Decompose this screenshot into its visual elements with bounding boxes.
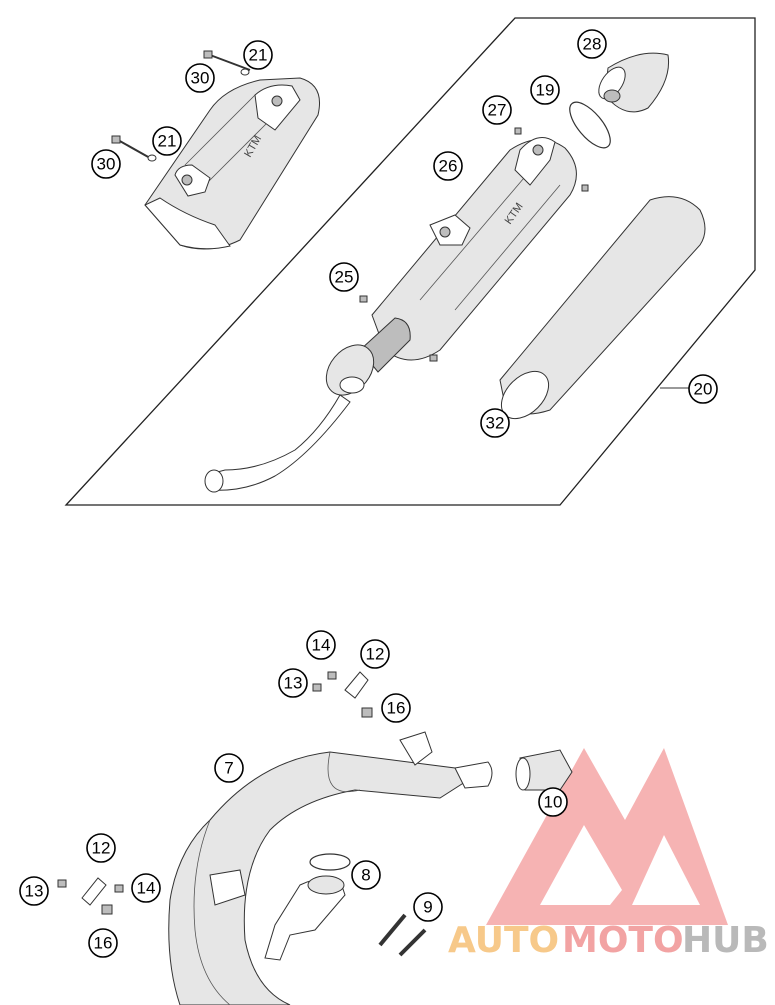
callout-7: 7 xyxy=(214,753,244,783)
callout-14-top-label: 14 xyxy=(312,636,331,655)
callout-30-mid-label: 30 xyxy=(97,155,116,174)
exhaust-header-assembly xyxy=(57,671,573,1005)
callout-21-top: 21 xyxy=(243,40,273,70)
oring-8 xyxy=(309,853,351,871)
watermark-word-moto: MOTO xyxy=(562,920,684,961)
callout-21-top-label: 21 xyxy=(249,46,268,65)
callout-28: 28 xyxy=(577,29,607,59)
callout-10: 10 xyxy=(538,787,568,817)
callout-12-low-label: 12 xyxy=(92,839,111,858)
watermark-text: AUTO MOTO HUB xyxy=(448,920,769,961)
watermark-word-hub: HUB xyxy=(682,920,769,961)
callout-8-label: 8 xyxy=(361,866,370,885)
callout-32-label: 32 xyxy=(486,414,505,433)
callout-19: 19 xyxy=(530,75,560,105)
watermark-triangle-inner xyxy=(540,825,622,905)
callout-9: 9 xyxy=(413,892,443,922)
inset-silencer: KTM xyxy=(111,50,320,250)
callout-12-top: 12 xyxy=(360,639,390,669)
callout-21-mid-label: 21 xyxy=(158,132,177,151)
callout-20: 20 xyxy=(688,374,718,404)
callout-16-low-label: 16 xyxy=(94,934,113,953)
callout-30-top: 30 xyxy=(185,63,215,93)
callout-9-label: 9 xyxy=(423,898,432,917)
callout-20-label: 20 xyxy=(694,380,713,399)
callout-27-label: 27 xyxy=(488,101,507,120)
watermark-triangle-inner2 xyxy=(632,835,700,905)
callout-14-top: 14 xyxy=(306,630,336,660)
callout-25: 25 xyxy=(329,262,359,292)
callout-13-top: 13 xyxy=(278,668,308,698)
callout-30-top-label: 30 xyxy=(191,69,210,88)
callout-32: 32 xyxy=(480,408,510,438)
header-pipe xyxy=(168,751,466,1005)
callout-26-label: 26 xyxy=(439,157,458,176)
callout-19-label: 19 xyxy=(536,81,555,100)
callout-30-mid: 30 xyxy=(91,149,121,179)
callout-13-top-label: 13 xyxy=(284,674,303,693)
callout-21-mid: 21 xyxy=(152,126,182,156)
inlet-pipe xyxy=(209,394,351,491)
o-ring xyxy=(569,101,611,149)
main-silencer-assembly: KTM xyxy=(204,52,706,493)
callout-26: 26 xyxy=(433,151,463,181)
callout-16-top: 16 xyxy=(381,693,411,723)
callout-10-label: 10 xyxy=(544,793,563,812)
callout-12-low: 12 xyxy=(86,833,116,863)
callout-8: 8 xyxy=(351,860,381,890)
silencer-group-frame xyxy=(64,17,756,506)
callout-27: 27 xyxy=(482,95,512,125)
callout-13-low: 13 xyxy=(19,876,49,906)
callout-14-low-label: 14 xyxy=(137,879,156,898)
callout-12-top-label: 12 xyxy=(366,645,385,664)
callout-7-label: 7 xyxy=(224,759,233,778)
watermark-logo xyxy=(486,748,728,925)
callout-16-top-label: 16 xyxy=(387,699,406,718)
callout-28-label: 28 xyxy=(583,35,602,54)
callout-14-low: 14 xyxy=(131,873,161,903)
callout-16-low: 16 xyxy=(88,928,118,958)
callout-13-low-label: 13 xyxy=(25,882,44,901)
watermark-word-auto: AUTO xyxy=(448,920,559,961)
callout-25-label: 25 xyxy=(335,268,354,287)
